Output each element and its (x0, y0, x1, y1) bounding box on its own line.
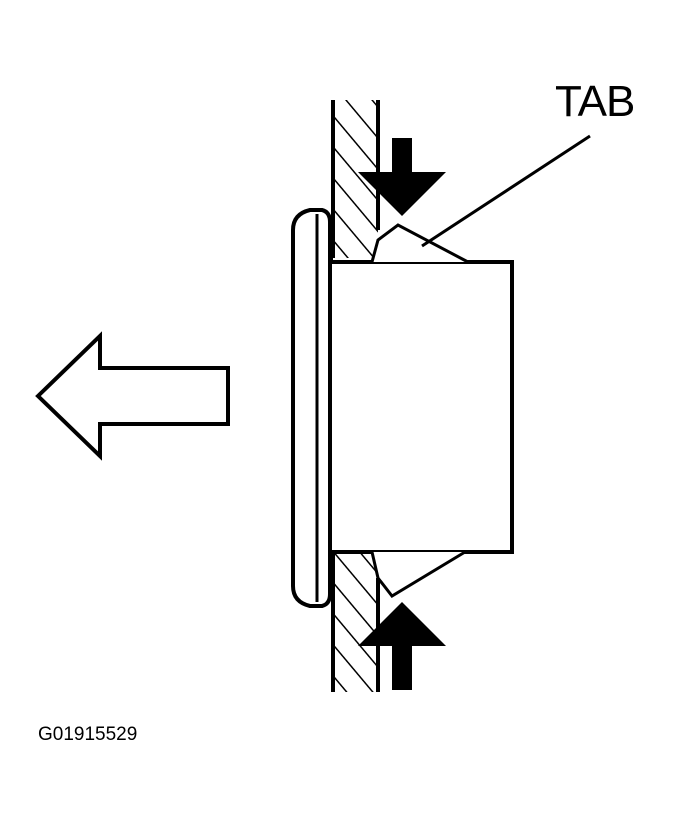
tab-callout-label: TAB (555, 77, 634, 126)
push-arrow-down-icon (358, 138, 446, 216)
push-arrow-up-icon (358, 602, 446, 690)
tab-leader-line (421, 134, 591, 248)
upper-tab (370, 223, 469, 264)
lower-tab (370, 550, 466, 598)
figure-id: G01915529 (38, 724, 137, 745)
panel-upper-section (331, 100, 380, 258)
panel-lower-section (331, 552, 380, 692)
pull-arrow-left-icon (35, 331, 230, 461)
component-body (328, 256, 514, 554)
component-flange (291, 208, 332, 608)
